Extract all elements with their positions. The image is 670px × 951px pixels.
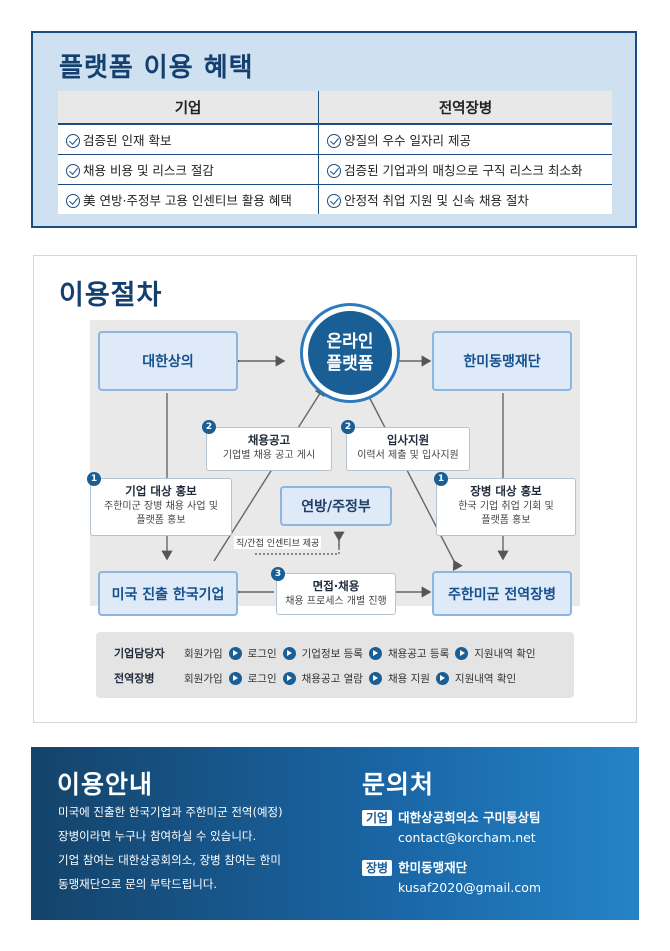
platform-label-line1: 온라인 [326,332,374,352]
contact-tag: 장병 [362,860,393,876]
benefit-cell: 美 연방·주정부 고용 인센티브 활용 혜택 [58,184,320,214]
company-flow-row: 기업담당자 회원가입 로그인 기업정보 등록 채용공고 등록 지원내역 확인 [114,645,536,661]
node-veterans: 주한미군 전역장병 [432,571,572,616]
benefits-section: 플랫폼 이용 혜택 기업 전역장병 검증된 인재 확보 양질의 우수 일자리 제… [31,31,637,228]
column-header-veteran: 전역장병 [318,91,612,125]
step-number-badge: 1 [434,472,448,486]
procedure-section: 이용절차 대한상의 한미동맹재단 미국 진출 한국기업 주한 [33,255,637,723]
procedure-title: 이용절차 [59,280,163,311]
contact-org: 한미동맹재단 [398,860,468,875]
column-header-company: 기업 [58,91,320,125]
guide-description: 미국에 진출한 한국기업과 주한미군 전역(예정) 장병이라면 누구나 참여하실… [58,800,328,896]
benefit-text: 채용 비용 및 리스크 절감 [83,163,214,178]
flow-step: 채용공고 열람 [301,672,363,685]
contact-email[interactable]: contact@korcham.net [398,830,536,845]
flow-role: 전역장병 [114,672,155,685]
flow-step: 회원가입 [184,672,223,685]
benefit-cell: 검증된 기업과의 매칭으로 구직 리스크 최소화 [318,154,612,185]
step-title: 면접·채용 [312,579,360,593]
contact-veteran: 장병 한미동맹재단 kusaf2020@gmail.com [362,857,541,895]
check-circle-icon [66,194,80,208]
contact-title: 문의처 [362,770,435,799]
guide-line: 장병이라면 누구나 참여하실 수 있습니다. [58,829,257,843]
platform-label-line2: 플랫폼 [326,354,374,374]
table-row: 채용 비용 및 리스크 절감 검증된 기업과의 매칭으로 구직 리스크 최소화 [58,154,612,185]
arrow-right-icon [228,671,242,685]
benefit-text: 美 연방·주정부 고용 인센티브 활용 혜택 [83,193,292,208]
step-number-badge: 2 [202,420,216,434]
incentive-label: 직/간접 인센티브 제공 [234,536,322,549]
node-korcham: 대한상의 [98,331,238,391]
benefit-cell: 검증된 인재 확보 [58,124,320,155]
benefit-text: 검증된 인재 확보 [83,133,172,148]
node-alliance-foundation: 한미동맹재단 [432,331,572,391]
veteran-flow-row: 전역장병 회원가입 로그인 채용공고 열람 채용 지원 지원내역 확인 [114,670,516,686]
table-row: 검증된 인재 확보 양질의 우수 일자리 제공 [58,124,612,155]
table-row: 美 연방·주정부 고용 인센티브 활용 혜택 안정적 취업 지원 및 신속 채용… [58,184,612,215]
step-veteran-promotion: 장병 대상 홍보 한국 기업 취업 기회 및 플랫폼 홍보 [436,478,576,536]
contact-email[interactable]: kusaf2020@gmail.com [398,880,542,895]
step-title: 입사지원 [386,433,430,447]
step-desc: 기업별 채용 공고 게시 [222,450,316,461]
benefit-text: 검증된 기업과의 매칭으로 구직 리스크 최소화 [344,163,583,178]
step-desc: 플랫폼 홍보 [481,515,531,526]
flow-step: 회원가입 [184,647,223,660]
benefit-text: 안정적 취업 지원 및 신속 채용 절차 [344,193,529,208]
arrow-right-icon [282,646,296,660]
flow-role: 기업담당자 [114,647,165,660]
step-number-badge: 2 [341,420,355,434]
flow-step: 지원내역 확인 [474,647,536,660]
arrow-right-icon [368,671,382,685]
node-korean-companies: 미국 진출 한국기업 [98,571,238,616]
benefits-table: 기업 전역장병 검증된 인재 확보 양질의 우수 일자리 제공 채용 비용 및 … [58,91,612,214]
step-title: 장병 대상 홍보 [470,484,542,498]
footer-section: 이용안내 미국에 진출한 한국기업과 주한미군 전역(예정) 장병이라면 누구나… [31,747,639,920]
process-flow-box: 기업담당자 회원가입 로그인 기업정보 등록 채용공고 등록 지원내역 확인 전… [96,632,574,698]
step-number-badge: 3 [271,567,285,581]
arrow-right-icon [455,646,469,660]
flow-step: 지원내역 확인 [454,672,517,685]
arrow-right-icon [228,646,242,660]
arrow-right-icon [435,671,449,685]
step-desc: 한국 기업 취업 기회 및 [458,501,554,512]
check-circle-icon [327,164,342,178]
check-circle-icon [66,134,80,148]
step-desc: 이력서 제출 및 입사지원 [357,450,459,461]
flow-step: 채용 지원 [387,672,430,685]
step-company-promotion: 기업 대상 홍보 주한미군 장병 채용 사업 및 플랫폼 홍보 [90,478,232,536]
benefit-cell: 양질의 우수 일자리 제공 [318,124,612,155]
contact-tag: 기업 [362,810,393,826]
step-title: 채용공고 [247,433,291,447]
benefit-cell: 안정적 취업 지원 및 신속 채용 절차 [319,185,612,215]
step-application: 입사지원 이력서 제출 및 입사지원 [346,427,470,471]
guide-title: 이용안내 [57,770,154,799]
node-federal-state: 연방/주정부 [280,486,392,526]
arrow-right-icon [282,671,296,685]
step-desc: 채용 프로세스 개별 진행 [285,596,387,607]
check-circle-icon [327,134,342,148]
step-desc: 주한미군 장병 채용 사업 및 [104,501,218,512]
guide-line: 기업 참여는 대한상공회의소, 장병 참여는 한미 [58,853,281,867]
check-circle-icon [327,194,342,208]
step-desc: 플랫폼 홍보 [136,515,186,526]
flow-step: 기업정보 등록 [301,647,363,660]
benefits-title: 플랫폼 이용 혜택 [59,53,254,83]
benefit-cell: 채용 비용 및 리스크 절감 [58,154,320,185]
step-number-badge: 1 [87,472,101,486]
guide-line: 미국에 진출한 한국기업과 주한미군 전역(예정) [58,805,283,819]
online-platform-circle: 온라인 플랫폼 [303,306,397,400]
contact-company: 기업 대한상공회의소 구미통상팀 contact@korcham.net [362,807,540,845]
step-title: 기업 대상 홍보 [125,484,197,498]
flow-step: 로그인 [247,647,277,660]
check-circle-icon [66,164,80,178]
contact-org: 대한상공회의소 구미통상팀 [398,810,541,825]
step-interview-hiring: 면접·채용 채용 프로세스 개별 진행 [276,573,396,615]
step-job-posting: 채용공고 기업별 채용 공고 게시 [206,427,332,471]
flow-step: 로그인 [247,672,277,685]
guide-line: 동맹재단으로 문의 부탁드립니다. [58,877,218,891]
arrow-right-icon [368,646,382,660]
benefit-text: 양질의 우수 일자리 제공 [344,133,471,148]
flow-step: 채용공고 등록 [387,647,450,660]
